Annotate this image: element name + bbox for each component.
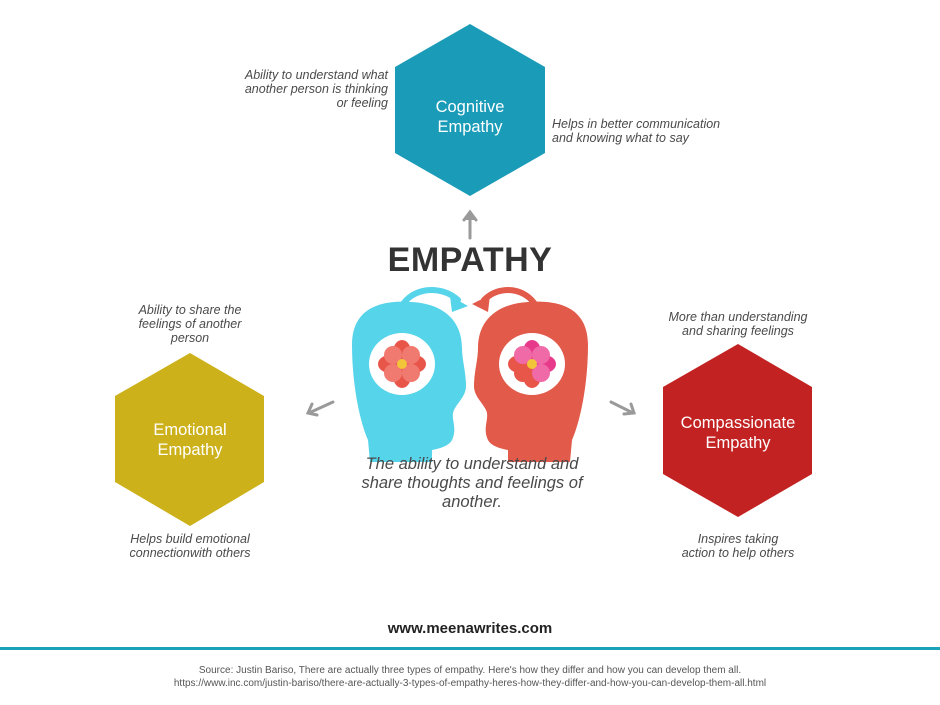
footer-divider [0, 647, 940, 650]
note-line: and sharing feelings [682, 324, 794, 338]
emotional-note-top: Ability to share the feelings of another… [110, 303, 270, 345]
flower-right-icon [508, 340, 556, 388]
emotional-note-bottom: Helps build emotional connectionwith oth… [100, 532, 280, 560]
cognitive-label-line1: Cognitive [435, 98, 505, 116]
emotional-hexagon [115, 353, 264, 526]
compassionate-hexagon [663, 344, 812, 517]
note-line: More than understanding [668, 310, 808, 324]
note-line: Ability to understand what [244, 68, 388, 82]
note-line: person [170, 331, 210, 345]
compassionate-label-line2: Empathy [705, 434, 771, 452]
source-line1: Source: Justin Bariso, There are actuall… [198, 665, 742, 676]
note-line: Helps in better communication [552, 117, 721, 131]
compassionate-note-top: More than understanding and sharing feel… [650, 310, 826, 338]
emotional-label-line2: Empathy [157, 441, 223, 459]
flower-left-icon [378, 340, 426, 388]
emotional-label-line1: Emotional [153, 421, 227, 439]
arrow-right-icon [609, 400, 637, 416]
emotional-label: Emotional Empathy [115, 420, 265, 460]
diagram-subtitle: The ability to understand and share thou… [361, 455, 583, 511]
source-citation: Source: Justin Bariso, There are actuall… [0, 664, 940, 690]
source-url: https://www.inc.com/justin-bariso/there-… [173, 678, 767, 689]
cognitive-note-left: Ability to understand what another perso… [230, 68, 388, 110]
cognitive-hexagon [395, 24, 545, 196]
cognitive-note-right: Helps in better communication and knowin… [552, 117, 752, 145]
note-line: feelings of another [138, 317, 242, 331]
diagram-title: EMPATHY [387, 241, 553, 279]
note-line: another person is thinking [244, 82, 388, 96]
exchange-arrow-coral-icon [472, 286, 539, 312]
note-line: or feeling [336, 96, 388, 110]
note-line: action to help others [681, 546, 795, 560]
compassionate-note-bottom: Inspires taking action to help others [650, 532, 826, 560]
exchange-arrow-cyan-icon [399, 286, 468, 312]
compassionate-label: Compassionate Empathy [663, 413, 813, 453]
note-line: connectionwith others [129, 546, 251, 560]
cognitive-label: Cognitive Empathy [395, 97, 545, 137]
site-url: www.meenawrites.com [387, 620, 553, 637]
note-line: and knowing what to say [552, 131, 689, 145]
cognitive-label-line2: Empathy [437, 118, 503, 136]
arrow-left-icon [305, 400, 335, 417]
note-line: Helps build emotional [130, 532, 250, 546]
note-line: Ability to share the [138, 303, 242, 317]
note-line: Inspires taking [697, 532, 779, 546]
arrow-up-icon [462, 209, 478, 240]
compassionate-label-line1: Compassionate [680, 414, 796, 432]
